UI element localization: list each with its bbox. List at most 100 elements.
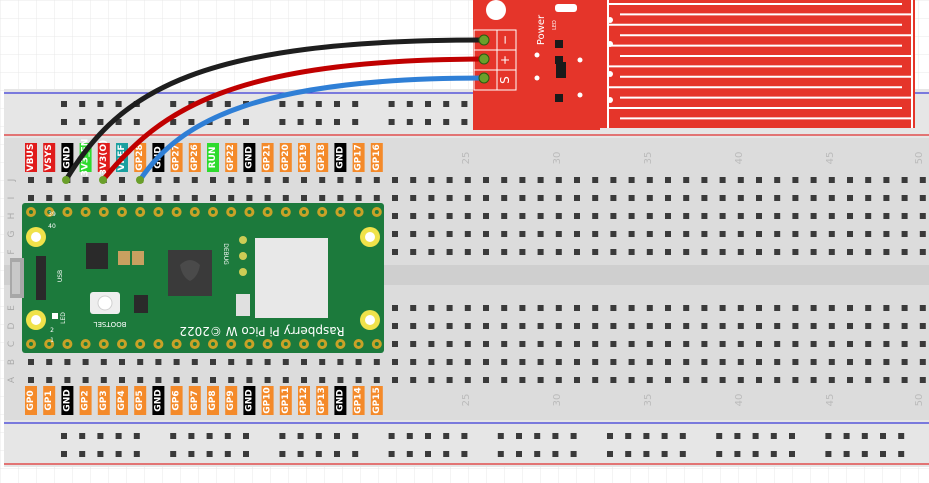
breadboard-hole [464, 323, 471, 329]
breadboard-hole [446, 323, 453, 329]
breadboard-hole [537, 213, 544, 219]
power-wire[interactable] [100, 56, 487, 183]
breadboard-hole [282, 177, 289, 183]
breadboard-hole [865, 359, 872, 365]
breadboard-hole [810, 323, 817, 329]
breadboard-hole [210, 177, 216, 183]
breadboard-hole [446, 377, 453, 383]
rail-hole [716, 433, 723, 439]
sensor-pin-signal[interactable] [478, 72, 490, 84]
rail-hole [334, 433, 340, 439]
breadboard-hole [792, 213, 799, 219]
breadboard-hole [501, 305, 508, 311]
pin-label: GP28 [135, 144, 145, 171]
sensor-pin-ground[interactable] [478, 34, 490, 46]
pin-label: GP7 [190, 390, 200, 410]
breadboard-hole [828, 231, 835, 237]
pin-label-plus: + [498, 55, 512, 65]
breadboard-hole [756, 195, 762, 201]
breadboard-hole [610, 231, 617, 237]
breadboard-hole [810, 359, 817, 365]
breadboard-hole [683, 377, 690, 383]
breadboard-hole [865, 249, 872, 255]
water-level-sensor[interactable]: − + S Power LED [473, 0, 915, 130]
breadboard-hole [574, 231, 580, 237]
breadboard-hole [774, 177, 781, 183]
breadboard-hole [446, 249, 453, 255]
breadboard-hole [373, 359, 380, 365]
breadboard-hole [610, 195, 617, 201]
rail-hole [224, 101, 231, 107]
breadboard-hole [883, 177, 890, 183]
pin-label: RUN [208, 147, 218, 169]
pin-label: VBUS [26, 144, 36, 172]
breadboard-hole [464, 359, 471, 365]
breadboard-hole [82, 177, 89, 183]
debug-pad-icon [239, 268, 247, 276]
signal-wire[interactable] [137, 75, 487, 183]
rail-hole [880, 433, 886, 439]
rail-hole [898, 451, 905, 457]
sensor-pin-power[interactable] [478, 53, 490, 65]
rail-hole [279, 119, 286, 125]
breadboard-hole [337, 195, 344, 201]
breadboard-hole [64, 377, 71, 383]
breadboard-hole [737, 341, 744, 347]
pico-w-board[interactable]: Raspberry Pi Pico W ©2022 BOOTSEL DEBUG … [10, 203, 384, 353]
breadboard-hole [64, 359, 71, 365]
breadboard-hole [483, 231, 489, 237]
rail-hole [61, 433, 67, 439]
pin-label: GND [335, 389, 345, 411]
breadboard-hole [100, 359, 107, 365]
breadboard-hole [646, 305, 653, 311]
rail-hole [406, 101, 413, 107]
rail-hole [752, 433, 759, 439]
pin-label-background [370, 143, 383, 172]
breadboard-hole [410, 195, 417, 201]
breadboard-hole [392, 305, 398, 311]
breadboard-hole [901, 249, 908, 255]
breadboard-hole [483, 195, 489, 201]
breadboard-hole [628, 231, 635, 237]
rail-hole [79, 101, 86, 107]
rail-hole [461, 119, 468, 125]
ground-wire[interactable] [63, 37, 487, 183]
breadboard-hole [537, 377, 544, 383]
rail-hole [516, 451, 522, 457]
breadboard-hole [537, 341, 544, 347]
breadboard-hole [464, 249, 471, 255]
breadboard-hole [191, 377, 198, 383]
rail-hole [679, 451, 686, 457]
breadboard-hole [901, 305, 908, 311]
rail-hole [133, 119, 140, 125]
breadboard-hole [446, 305, 453, 311]
rail-hole [534, 451, 541, 457]
breadboard-hole [847, 341, 853, 347]
breadboard-hole [646, 231, 653, 237]
breadboard-hole [628, 341, 635, 347]
breadboard-hole [719, 305, 726, 311]
pin-label: GP18 [317, 144, 327, 171]
rail-hole [170, 119, 177, 125]
pin-label-background [207, 143, 219, 172]
breadboard-hole [228, 359, 235, 365]
breadboard-hole [756, 305, 762, 311]
rail-hole [388, 451, 395, 457]
rail-hole [224, 433, 231, 439]
pin-label: GND [62, 389, 72, 411]
breadboard-hole [428, 359, 435, 365]
breadboard-hole [428, 213, 435, 219]
breadboard-hole [774, 231, 781, 237]
breadboard-hole [282, 377, 289, 383]
rail-hole [443, 101, 450, 107]
breadboard-hole [865, 195, 872, 201]
breadboard-hole [919, 341, 926, 347]
breadboard-hole [628, 359, 635, 365]
rail-hole [334, 451, 340, 457]
rail-hole [752, 451, 759, 457]
breadboard-hole [646, 195, 653, 201]
breadboard-hole [883, 359, 890, 365]
pin-label: VSYS [44, 144, 54, 170]
breadboard-hole [883, 213, 890, 219]
breadboard-hole [919, 213, 926, 219]
